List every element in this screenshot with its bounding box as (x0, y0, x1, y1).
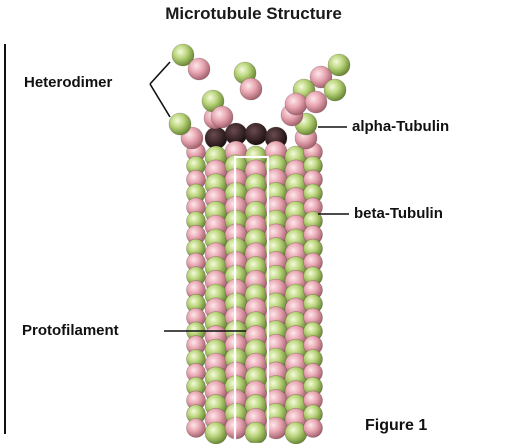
beta-tubulin-subunit (285, 93, 307, 115)
protofilament-label: Protofilament (22, 322, 119, 339)
alpha-tubulin-subunit (205, 422, 227, 444)
alpha-tubulin-subunit (169, 113, 191, 135)
beta-tubulin-label: beta-Tubulin (354, 205, 443, 222)
alpha-tubulin-label: alpha-Tubulin (352, 118, 449, 135)
heterodimer-leader-line-lower (150, 84, 170, 117)
beta-tubulin-subunit (187, 419, 206, 438)
heterodimer-leader-line-upper (150, 62, 170, 84)
figure-caption: Figure 1 (365, 417, 427, 435)
alpha-tubulin-subunit (324, 79, 346, 101)
heterodimer-label: Heterodimer (24, 74, 112, 91)
alpha-tubulin-subunit (245, 422, 267, 444)
beta-tubulin-subunit (240, 78, 262, 100)
free-heterodimers (172, 44, 350, 128)
beta-tubulin-subunit (211, 106, 233, 128)
tubulin-subunit-interior (205, 127, 227, 149)
beta-tubulin-subunit (305, 91, 327, 113)
beta-tubulin-subunit (304, 419, 323, 438)
tubulin-subunit-interior (245, 123, 267, 145)
beta-tubulin-subunit (188, 58, 210, 80)
microtubule-lattice (169, 104, 323, 444)
